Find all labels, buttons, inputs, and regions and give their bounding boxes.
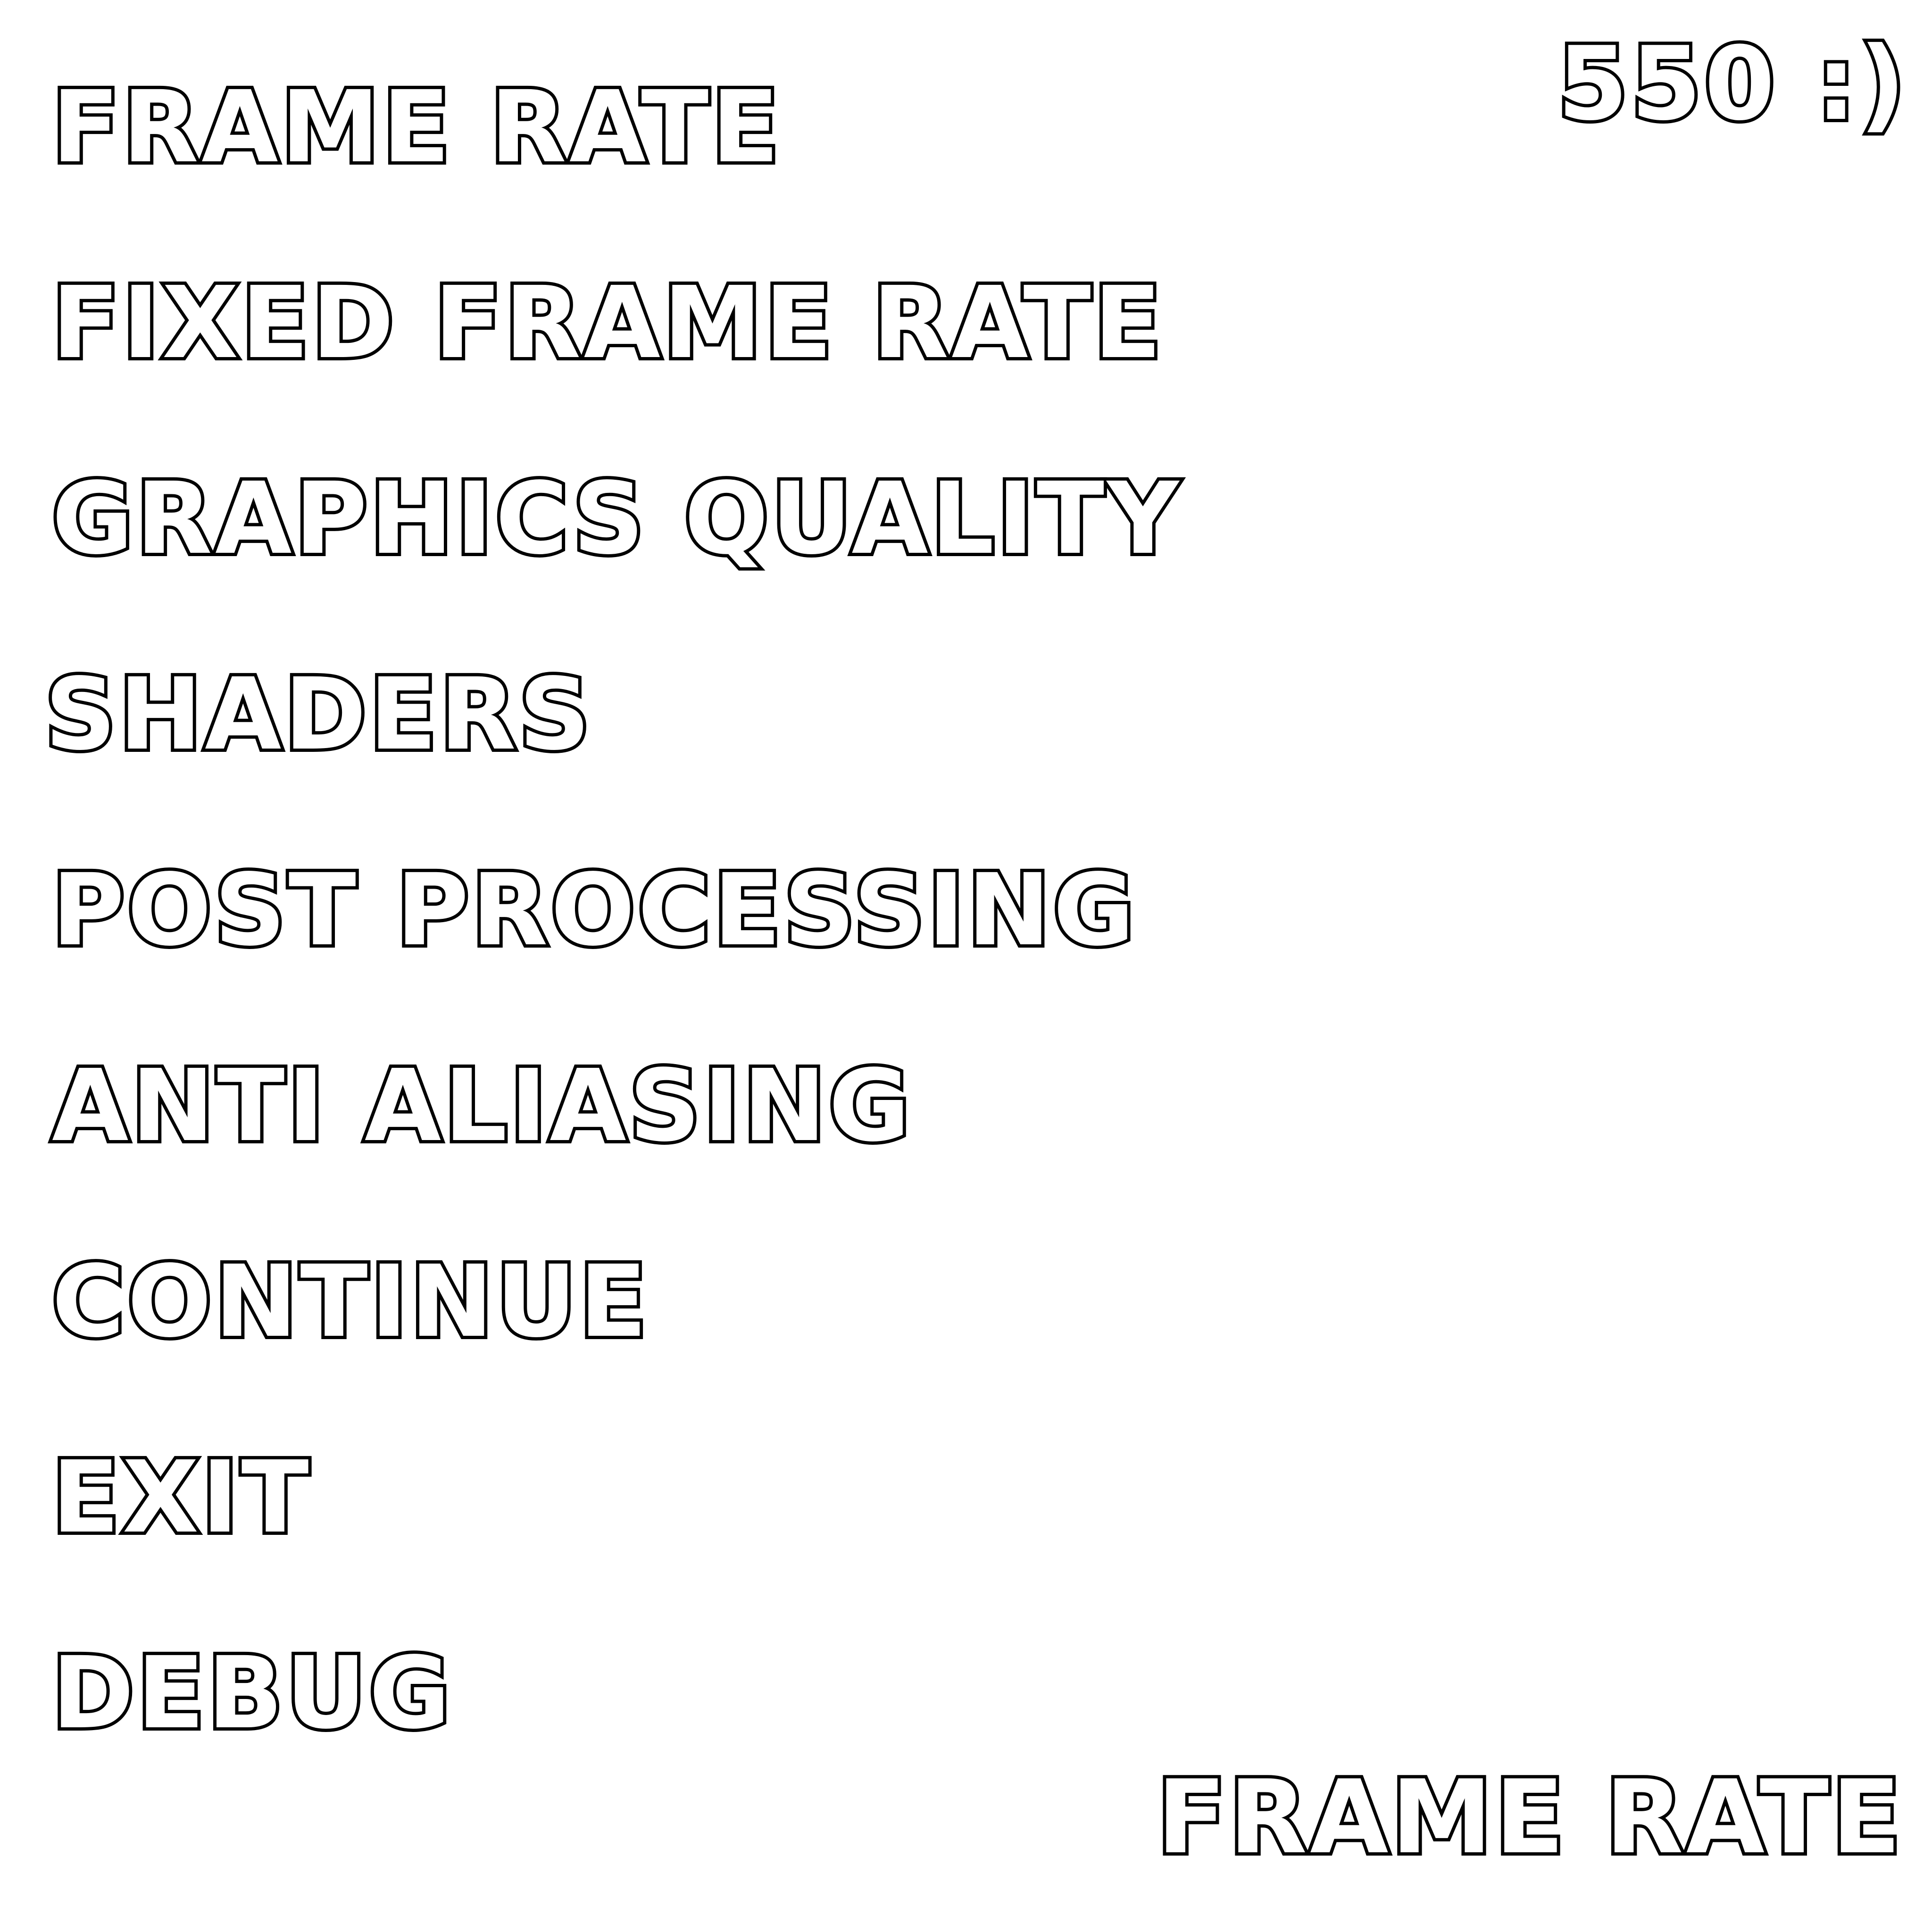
selected-option-label: FRAME RATE xyxy=(1154,1758,1904,1876)
menu-item-exit[interactable]: EXIT xyxy=(49,1440,312,1555)
menu-item-debug[interactable]: DEBUG xyxy=(49,1635,454,1751)
menu-item-frame-rate[interactable]: FRAME RATE xyxy=(49,69,783,185)
menu-item-continue[interactable]: CONTINUE xyxy=(49,1244,650,1359)
menu-item-shaders[interactable]: SHADERS xyxy=(42,657,593,772)
menu-item-anti-aliasing[interactable]: ANTI ALIASING xyxy=(49,1048,913,1164)
menu-item-graphics-quality[interactable]: GRAPHICS QUALITY xyxy=(49,461,1182,576)
menu-item-post-processing[interactable]: POST PROCESSING xyxy=(49,852,1138,968)
menu-item-fixed-frame-rate[interactable]: FIXED FRAME RATE xyxy=(49,265,1165,381)
fps-counter: 550 :) xyxy=(1554,25,1909,143)
